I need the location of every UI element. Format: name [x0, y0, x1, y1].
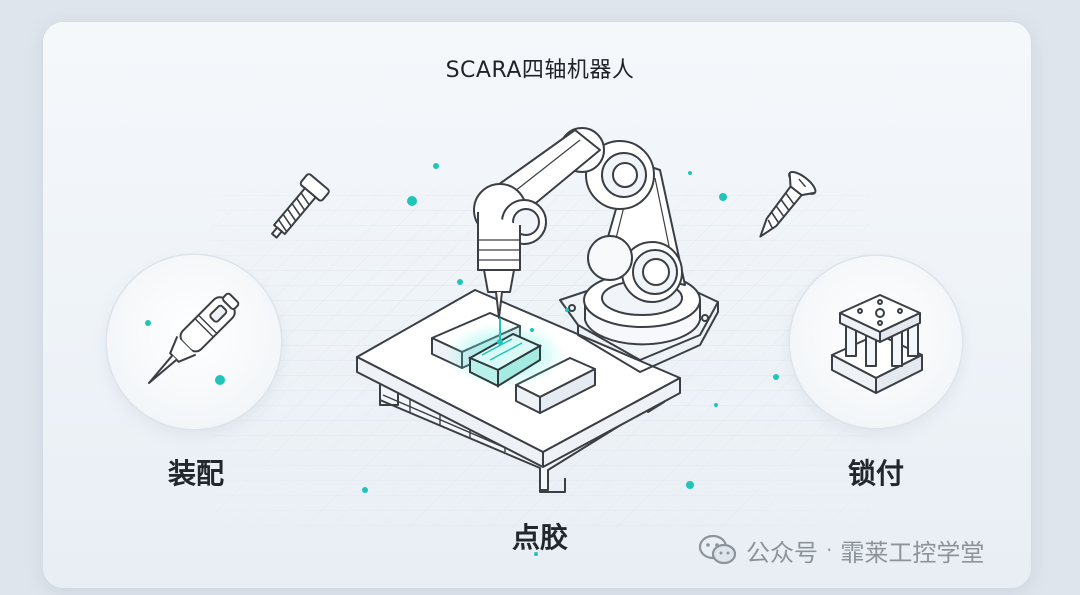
watermark: 公众号 · 霏莱工控学堂	[698, 532, 984, 568]
watermark-name: 霏莱工控学堂	[840, 538, 985, 567]
glowing-workpiece	[445, 323, 565, 388]
dispensing-label: 点胶	[511, 521, 568, 554]
assembly-label: 装配	[167, 457, 224, 490]
page-title: SCARA四轴机器人	[445, 58, 635, 83]
accent-dots	[362, 163, 779, 556]
scara-robot	[473, 127, 719, 373]
watermark-separator: ·	[826, 538, 833, 562]
glue-dot	[497, 339, 503, 345]
wechat-icon	[698, 534, 737, 565]
watermark-prefix: 公众号	[746, 538, 818, 567]
wood-screw-icon	[759, 171, 817, 238]
screw-locking-label: 锁付	[847, 457, 904, 490]
hex-bolt-icon	[270, 173, 330, 239]
